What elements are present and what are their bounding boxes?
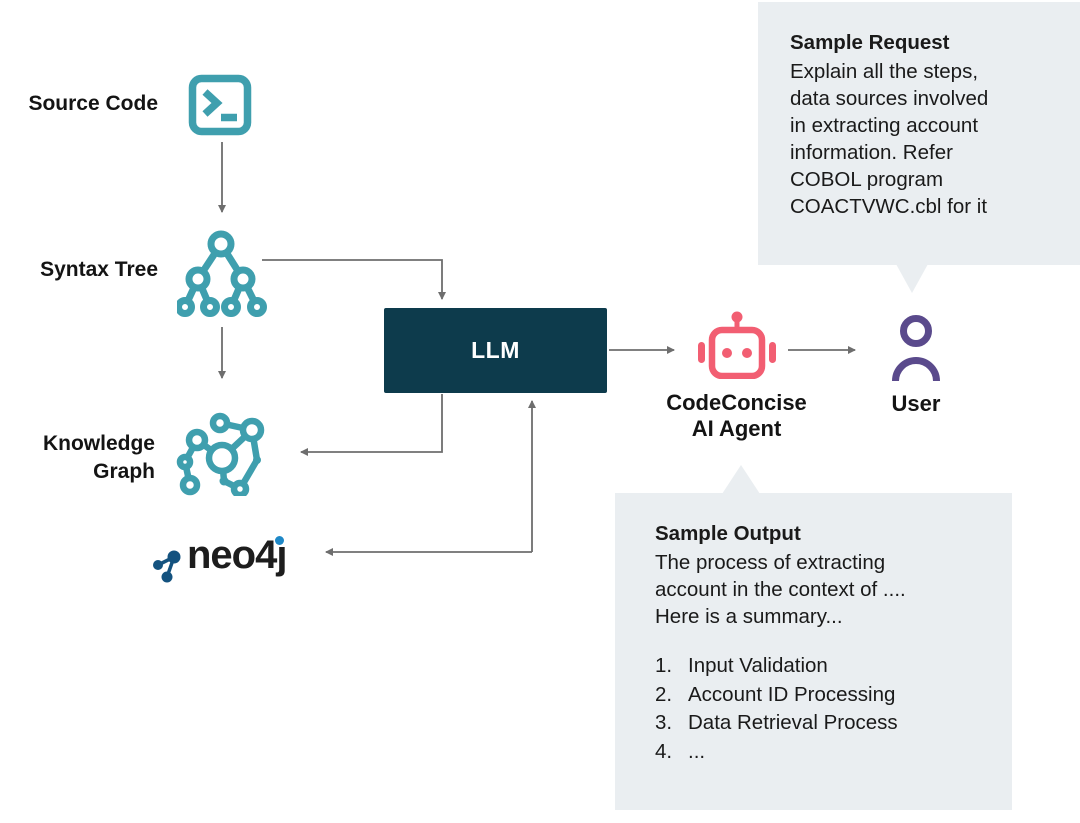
callout-line: information. Refer xyxy=(790,141,953,164)
callout-line: account in the context of .... xyxy=(655,578,906,601)
callout-list-item: Account ID Processing xyxy=(688,682,896,706)
user-label: User xyxy=(891,391,941,416)
callout-line: COACTVWC.cbl for it xyxy=(790,195,988,218)
source-code-label: Source Code xyxy=(28,92,158,115)
knowledge-graph-label-line: Graph xyxy=(93,460,155,483)
arrow-llm-to-knowledgegraph xyxy=(300,394,443,456)
callout-title: Sample Output xyxy=(655,522,801,545)
agent-label-line: CodeConcise xyxy=(666,390,807,415)
sample-request-callout: Sample Request Explain all the steps, dat… xyxy=(758,2,1080,265)
syntax-tree-icon xyxy=(177,228,267,322)
arrow-syntaxtree-to-llm xyxy=(262,259,446,300)
terminal-icon xyxy=(188,74,252,136)
callout-title: Sample Request xyxy=(790,31,950,54)
callout-line: COBOL program xyxy=(790,168,944,191)
llm-box: LLM xyxy=(384,308,607,393)
agent-label-line: AI Agent xyxy=(691,415,782,441)
callout-list-item: Input Validation xyxy=(688,654,828,677)
neo4j-mark-icon xyxy=(150,548,184,584)
callout-line: Here is a summary... xyxy=(655,605,843,628)
callout-list-item: ... xyxy=(688,739,706,763)
person-icon xyxy=(892,314,940,384)
callout-body: The process of extracting account in the … xyxy=(655,549,1002,630)
neo4j-logo: neo4ȷ xyxy=(150,531,287,584)
sample-output-callout: Sample Output The process of extracting a… xyxy=(615,493,1012,810)
neo4j-wordmark-text: neo4ȷ xyxy=(187,533,287,577)
neo4j-j-dot xyxy=(275,536,285,545)
syntax-tree-label: Syntax Tree xyxy=(40,258,158,281)
callout-list-item: Data Retrieval Process xyxy=(688,711,898,734)
callout-line: Explain all the steps, xyxy=(790,60,979,83)
robot-icon xyxy=(697,309,777,379)
knowledge-graph-label-line: Knowledge xyxy=(42,432,155,455)
callout-tail xyxy=(896,264,928,293)
callout-body: Explain all the steps, data sources invol… xyxy=(790,58,1070,220)
callout-line: data sources involved xyxy=(790,87,989,110)
knowledge-graph-icon xyxy=(173,408,265,496)
callout-line: The process of extracting xyxy=(655,551,886,574)
callout-tail xyxy=(722,465,760,494)
callout-line: in extracting account xyxy=(790,114,979,137)
